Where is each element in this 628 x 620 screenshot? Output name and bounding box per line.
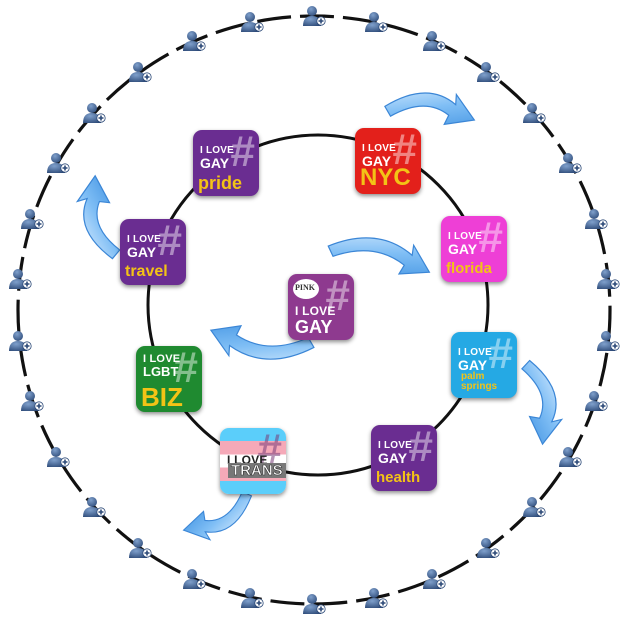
hash-icon: # (230, 130, 255, 176)
tile-word: palm springs (461, 371, 498, 392)
tile-line1: I LOVE (458, 347, 492, 358)
hash-icon: # (478, 216, 503, 262)
user-add-icon (558, 446, 582, 468)
user-add-icon (20, 208, 45, 230)
inner-ring (146, 133, 490, 477)
user-add-icon (422, 30, 446, 52)
arrow-left-upper (75, 174, 121, 260)
arrow-bottom-left (182, 490, 253, 541)
tile-word: BIZ (141, 382, 183, 412)
tile-line2: GAY (362, 153, 392, 169)
hash-icon: # (392, 128, 417, 174)
user-add-icon (558, 152, 582, 174)
user-add-icon (20, 390, 45, 412)
user-add-icon (596, 330, 620, 352)
tile-line1: I LOVE (448, 231, 482, 242)
tile-line2: LGBT (143, 364, 179, 379)
center-line1: I LOVE (295, 304, 336, 318)
arrow-top-right (384, 92, 476, 126)
user-add-icon (240, 11, 265, 33)
user-add-icon (364, 11, 388, 33)
tile-word: pride (198, 173, 243, 193)
outer-ring (16, 14, 612, 606)
hash-icon: # (157, 219, 182, 265)
user-add-icon (8, 268, 32, 290)
tile-line2: GAY (458, 357, 488, 373)
tile-line2: GAY (448, 241, 478, 257)
tile-word: NYC (360, 164, 411, 191)
user-add-icon (584, 390, 608, 412)
user-add-icon (476, 537, 500, 559)
tile-word: TRANS (228, 463, 286, 478)
tile-line2: GAY (378, 450, 408, 466)
user-add-icon (82, 102, 106, 124)
tile-line2: GAY (200, 155, 230, 171)
user-add-icon (584, 208, 608, 230)
user-add-icon (128, 537, 152, 559)
tile-line1: I LOVE (378, 440, 412, 451)
hash-icon: # (488, 332, 513, 378)
user-add-icon (302, 593, 326, 615)
hash-icon: # (325, 274, 350, 320)
pink-badge (293, 279, 319, 299)
hash-icon: # (173, 346, 198, 392)
hash-icon: # (408, 425, 433, 471)
tile-line1: I LOVE (362, 143, 396, 154)
tile-word: health (376, 469, 421, 486)
user-add-icon (182, 568, 206, 590)
user-add-icon (240, 587, 265, 609)
center-tile-i-love-gay[interactable]: # PINK I LOVE GAY (288, 274, 354, 340)
arrow-center-right (327, 237, 431, 275)
user-add-icon (476, 61, 500, 83)
user-add-icon (82, 496, 106, 518)
user-add-icon (522, 102, 546, 124)
center-line2: GAY (295, 317, 333, 337)
tile-line1: I LOVE (200, 145, 234, 156)
tile-line1: I LOVE (127, 234, 161, 245)
user-add-icon (128, 61, 152, 83)
pink-badge-label: PINK (295, 283, 315, 292)
user-add-icon (522, 496, 546, 518)
user-add-icon (46, 152, 70, 174)
user-add-icon (364, 587, 388, 609)
user-add-icon (8, 330, 32, 352)
tile-word: travel (125, 263, 168, 280)
tile-word: florida (446, 260, 492, 277)
user-add-icon (422, 568, 446, 590)
tile-line1: I LOVE (143, 353, 181, 365)
user-add-icon (46, 446, 70, 468)
tile-line2: GAY (127, 244, 157, 260)
user-add-icon (182, 30, 206, 52)
user-add-icon (596, 268, 620, 290)
arrow-center-left (209, 325, 315, 360)
arrow-right-lower (521, 359, 564, 446)
user-add-icon (302, 5, 326, 27)
